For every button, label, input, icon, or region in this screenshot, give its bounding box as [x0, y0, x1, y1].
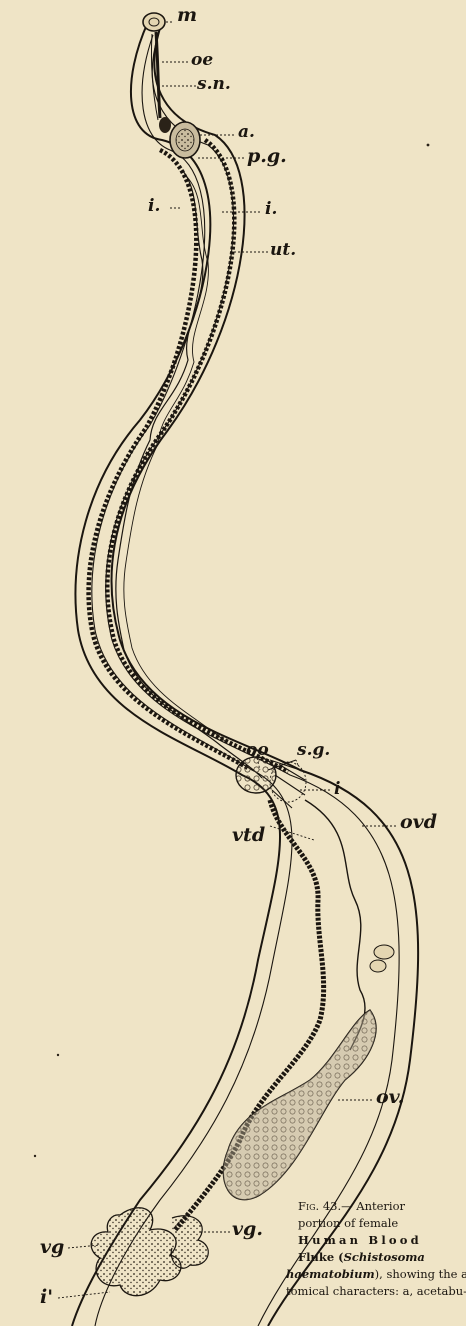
label-i-left: i.	[148, 198, 160, 215]
oviduct	[305, 800, 365, 1050]
oesophagus	[156, 32, 160, 118]
uterus-inner	[124, 176, 226, 742]
ootype	[236, 757, 276, 793]
label-pg: p.g.	[247, 147, 287, 166]
caption-line-3: Human Blood	[298, 1232, 462, 1249]
label-vtd: vtd	[232, 826, 265, 845]
label-i-right: i.	[265, 201, 277, 218]
caption-line-5: haematobium), showing the ana-	[286, 1266, 462, 1283]
caption-line-1: Fig. 43.— Anterior	[298, 1198, 462, 1215]
label-sg: s.g.	[297, 742, 330, 759]
label-ut: ut.	[270, 242, 296, 259]
caption-line-2: portion of female	[298, 1215, 462, 1232]
oral-sucker	[143, 13, 165, 31]
label-sn: s.n.	[197, 76, 231, 93]
label-ovd: ovd	[400, 813, 437, 832]
figure-caption: Fig. 43.— Anterior portion of female Hum…	[298, 1198, 462, 1300]
label-m: m	[177, 6, 197, 25]
label-i-mid: i	[334, 781, 340, 798]
label-vg-right: vg.	[232, 1220, 263, 1239]
label-vg-left: vg	[40, 1238, 64, 1257]
vitelline-glands	[91, 1208, 181, 1296]
label-i-prime: i'	[40, 1288, 53, 1307]
label-a: a.	[238, 124, 255, 141]
caption-line-6: tomical characters: a, acetabu-	[286, 1283, 462, 1300]
label-ov: ov.	[376, 1088, 404, 1107]
label-oe: oe	[191, 52, 213, 69]
caption-line-4: Fluke (Schistosoma	[298, 1249, 462, 1266]
label-oo: oo	[246, 742, 269, 759]
